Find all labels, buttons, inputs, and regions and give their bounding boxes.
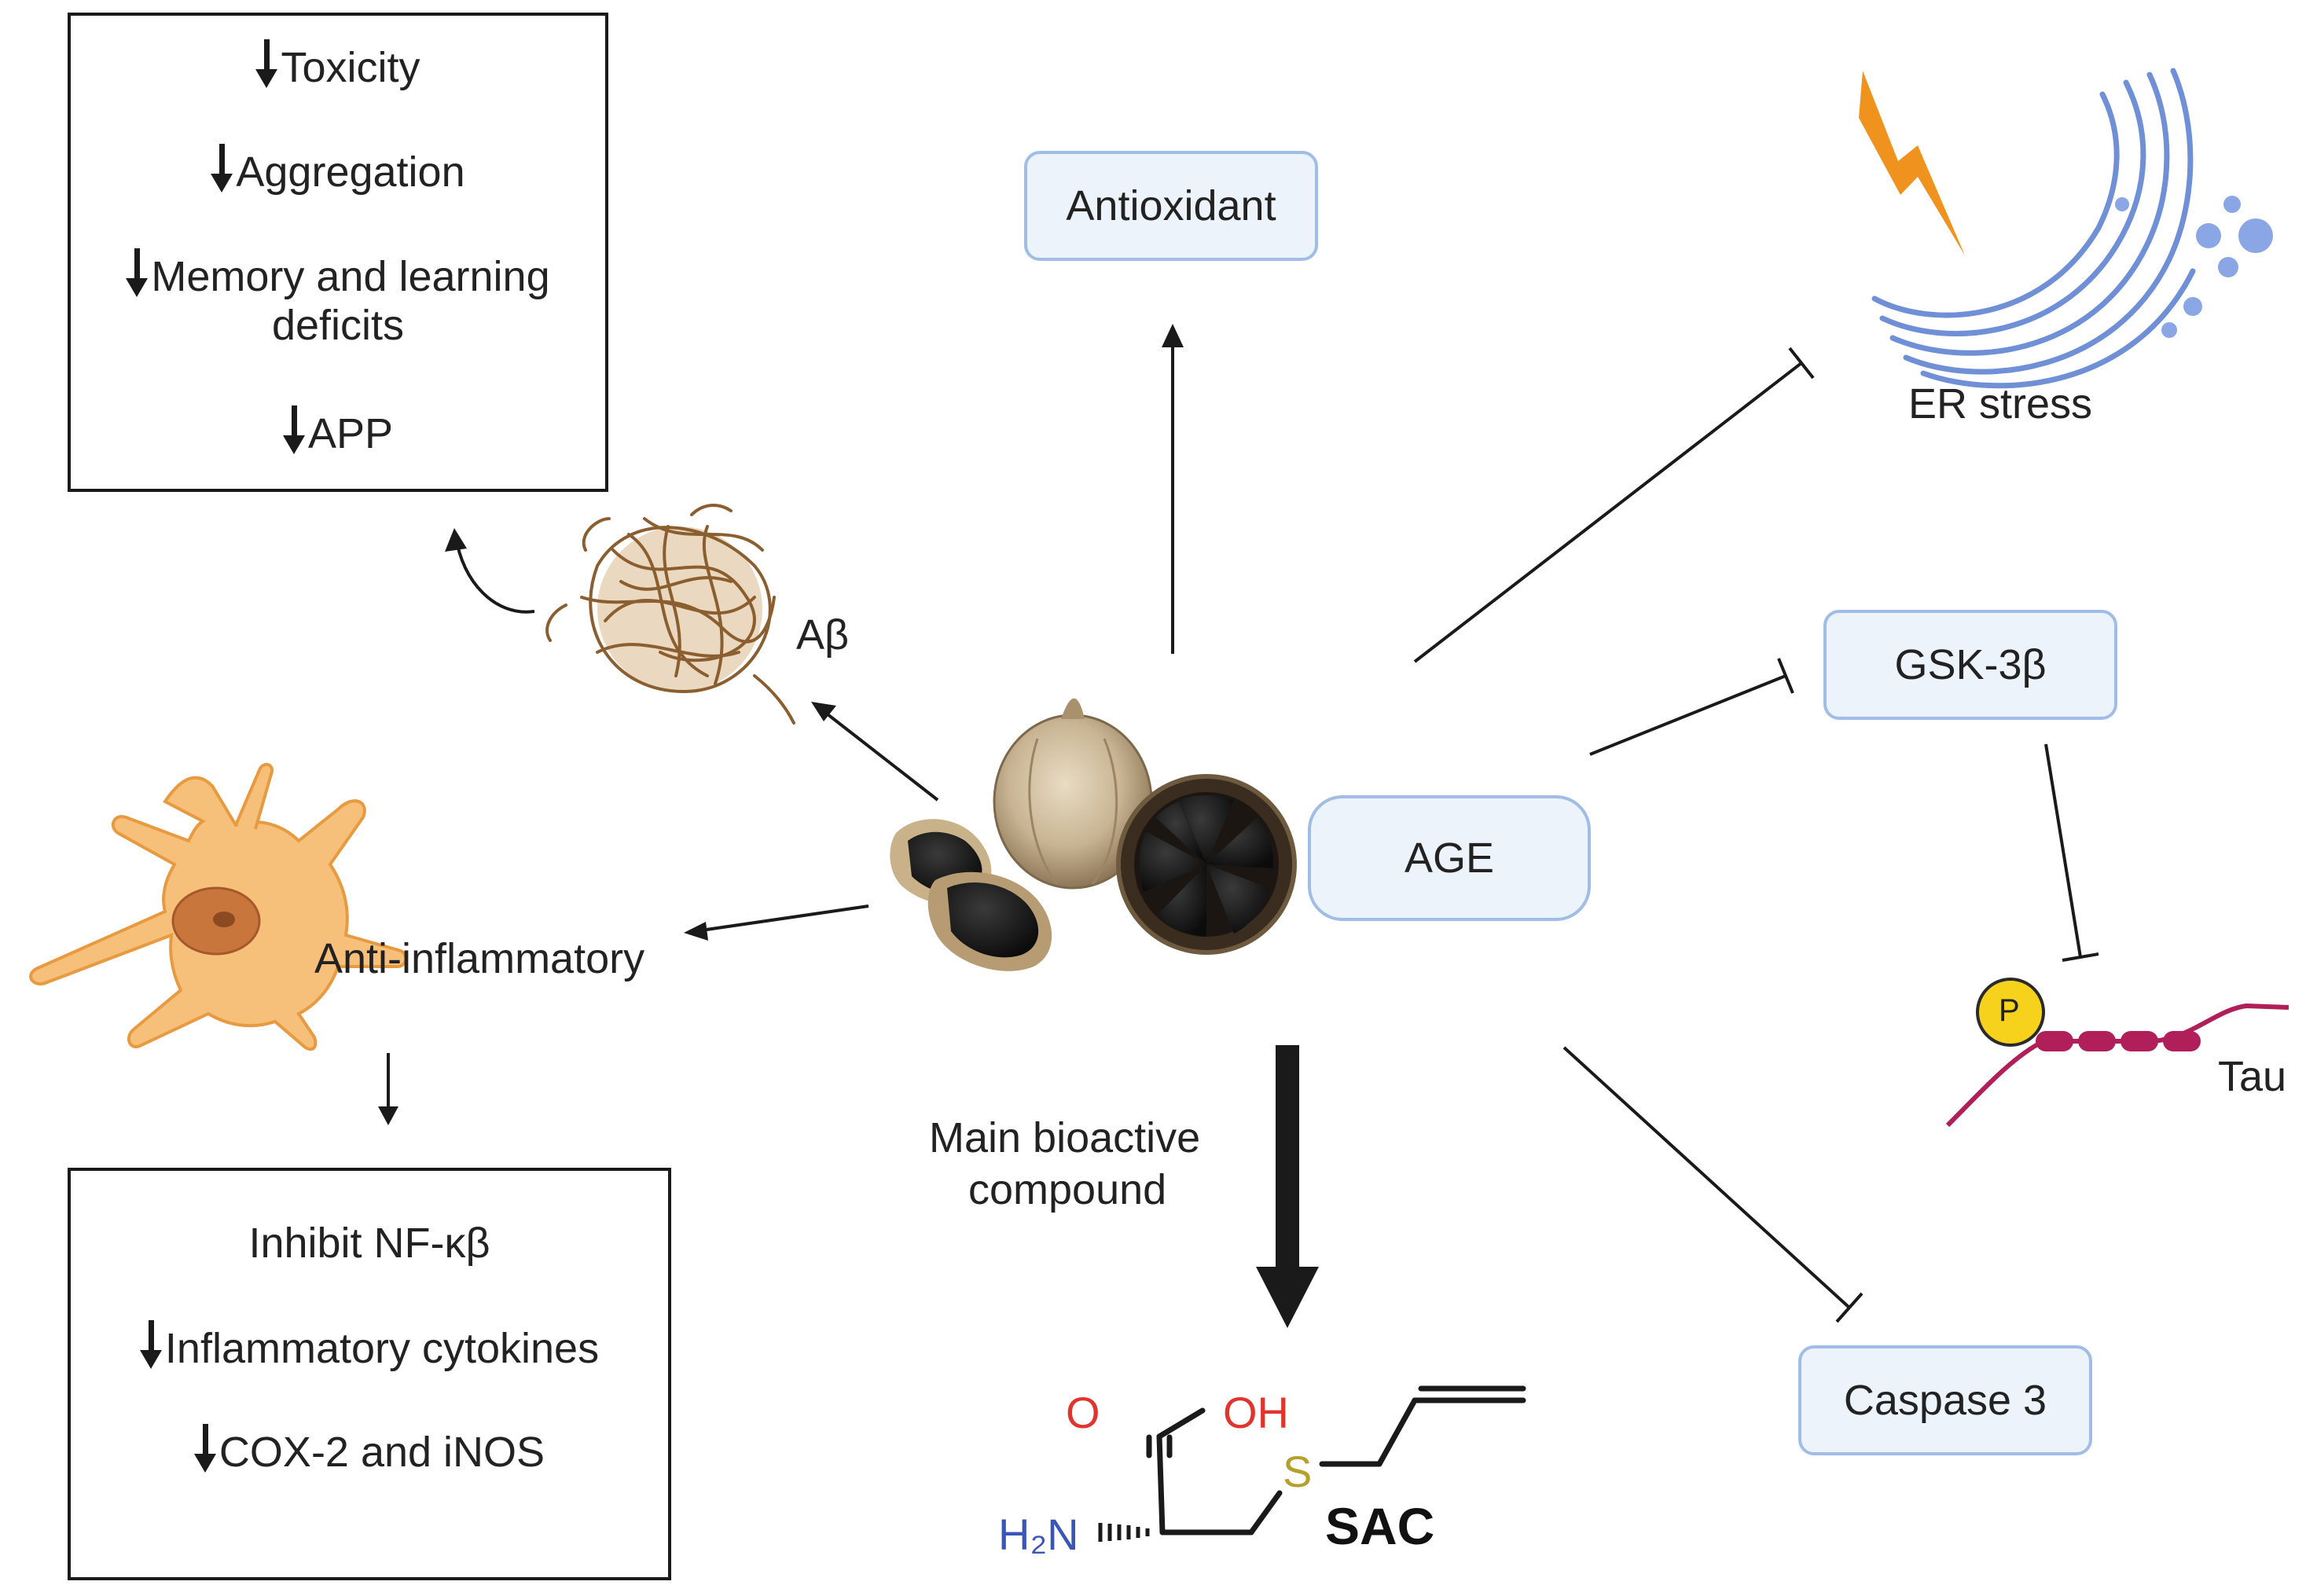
sac-hydroxyl-label: OH: [1223, 1388, 1289, 1437]
inhibit-gsk: [1589, 674, 1786, 756]
app-label: APP: [307, 410, 394, 457]
sac-amine-label: H₂N: [998, 1510, 1079, 1559]
nfkb-line: Inhibit NF-κβ: [71, 1218, 668, 1269]
down-arrow-icon: [193, 1424, 216, 1473]
anti-inflammatory-label: Anti-inflammatory: [314, 935, 645, 982]
phospho-label: P: [1999, 993, 2020, 1028]
tau-label: Tau: [2218, 1053, 2287, 1100]
inflammation-effects-box: Inhibit NF-κβ Inflammatory cytokines COX…: [68, 1168, 671, 1580]
gsk3b-node: GSK-3β: [1823, 610, 2117, 720]
inhibit-er-stress-bar: [1788, 347, 1815, 380]
big-arrow-to-sac: [1256, 1045, 1319, 1328]
amyloid-beta-tangle: [545, 504, 795, 725]
inhibit-er-stress: [1413, 361, 1803, 663]
sac-hashed-wedge: [1098, 1523, 1150, 1542]
memory-label: Memory and learning: [151, 253, 550, 300]
arrowhead-abeta: [811, 702, 836, 721]
caspase3-node: Caspase 3: [1798, 1345, 2092, 1455]
gsk-inhibit-tau-bar: [2062, 952, 2099, 962]
aggregation-label: Aggregation: [236, 149, 465, 196]
toxicity-label: Toxicity: [281, 44, 420, 91]
phospho-group-icon: [1976, 978, 2045, 1047]
lightning-bolt-icon: [1859, 71, 1965, 255]
sac-name-label: SAC: [1325, 1497, 1435, 1555]
abeta-curved-arrow: [454, 535, 535, 614]
big-arrow-shaft: [1276, 1045, 1299, 1273]
down-arrow-icon: [282, 405, 305, 454]
er-stress-image: [1859, 68, 2273, 389]
deficits-line: deficits: [71, 300, 605, 351]
main-bioactive-label: Main bioactive: [929, 1114, 1201, 1161]
memory-line: Memory and learning: [71, 248, 605, 303]
inhibit-gsk-bar: [1777, 658, 1794, 694]
arrow-to-abeta: [819, 707, 939, 802]
inhibit-caspase-bar: [1835, 1292, 1864, 1323]
antioxidant-node: Antioxidant: [1024, 151, 1318, 261]
astrocyte-cell: [29, 762, 408, 1051]
cox2-line: COX-2 and iNOS: [71, 1424, 668, 1478]
aggregation-line: Aggregation: [71, 144, 605, 198]
down-arrow-icon: [211, 144, 233, 193]
deficits-label: deficits: [271, 302, 405, 349]
arrowhead-antioxidant: [1162, 324, 1184, 347]
down-arrow-icon: [255, 39, 278, 88]
cox2-label: COX-2 and iNOS: [218, 1429, 545, 1476]
er-stress-label: ER stress: [1908, 380, 2093, 427]
cytokines-label: Inflammatory cytokines: [164, 1325, 600, 1372]
big-arrow-head: [1256, 1267, 1319, 1328]
arrow-to-anti-inflammatory: [695, 904, 869, 933]
arrowheads: [378, 324, 1184, 1125]
inhibit-caspase: [1562, 1046, 1851, 1309]
connectors: [387, 334, 2099, 1323]
nfkb-label: Inhibit NF-κβ: [248, 1220, 490, 1267]
abeta-label: Aβ: [796, 611, 850, 659]
age-node: AGE: [1308, 795, 1591, 921]
arrowhead-anti-inflammatory: [684, 922, 708, 941]
tau-protein: [1945, 978, 2289, 1128]
sac-sulfur-label: S: [1283, 1447, 1313, 1496]
amyloid-effects-box: Toxicity Aggregation Memory and learning…: [68, 13, 608, 492]
down-arrow-icon: [139, 1320, 162, 1369]
toxicity-line: Toxicity: [71, 39, 605, 94]
sac-structure: [1146, 1385, 1526, 1535]
gsk-inhibit-tau: [2044, 743, 2082, 958]
cytokines-line: Inflammatory cytokines: [71, 1320, 668, 1374]
arrowhead-inflammation-box: [378, 1106, 398, 1125]
down-arrow-icon: [126, 248, 149, 297]
compound-label: compound: [968, 1166, 1167, 1213]
arrowhead-abeta-curved: [445, 528, 467, 552]
app-line: APP: [71, 405, 605, 460]
black-garlic-image: [890, 698, 1297, 971]
sac-oxygen-label: O: [1066, 1388, 1100, 1437]
garlic-bulb-tip: [1061, 698, 1085, 719]
